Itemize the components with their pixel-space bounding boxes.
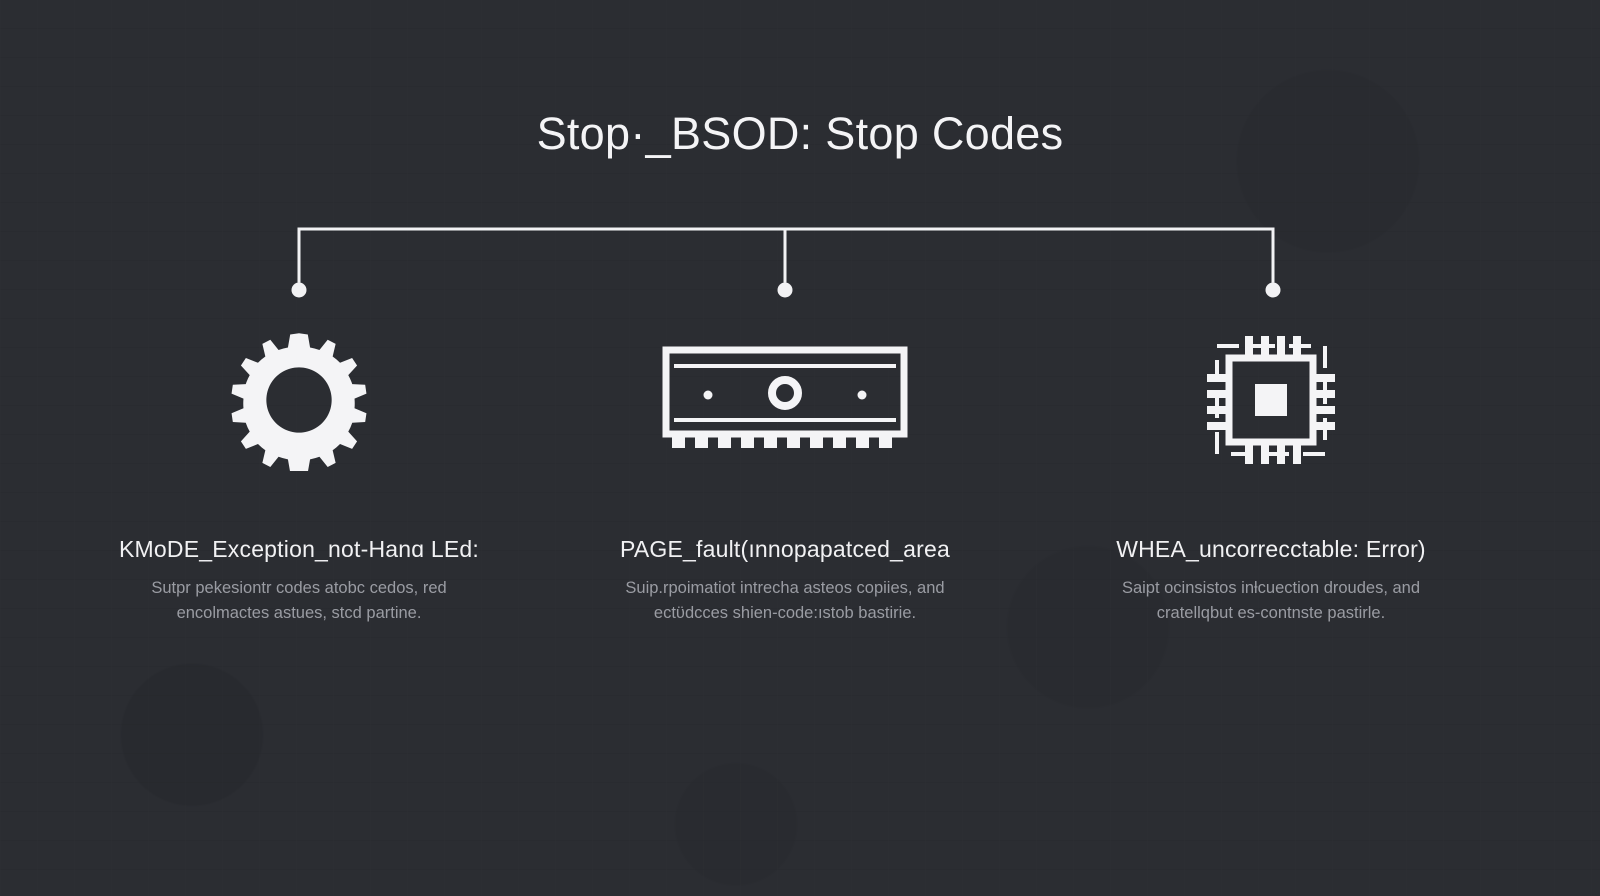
card-body: Sutpr pekesiontr codes atobc cedos, red … bbox=[151, 576, 446, 626]
page-title: Stop·_BSOD: Stop Codes bbox=[536, 108, 1064, 159]
card-body-line: Suip.rpoimatiot intrecha asteos copiies,… bbox=[625, 579, 945, 597]
cpu-chip-icon bbox=[1201, 330, 1341, 470]
card-heading: KMoDE_Exception_not-Hanɑ LEd: bbox=[119, 536, 479, 562]
stop-code-card-2: PAGE_fault(ınnopapatced_area Suip.rpoima… bbox=[542, 330, 1028, 626]
bracket-connector bbox=[291, 227, 1281, 298]
card-body-line: Saipt ocinsistos inƚcuection droudes, an… bbox=[1121, 579, 1421, 597]
stop-code-card-3: WHEA_uncorrecctable: Error) Saipt ocinsi… bbox=[1028, 330, 1514, 626]
card-body-line: ectϋdcces shien-code:ıstob bastirie. bbox=[653, 604, 917, 623]
card-heading: PAGE_fault(ınnopapatced_area bbox=[620, 536, 950, 562]
connector-dot-right bbox=[1265, 282, 1281, 298]
card-body: Suip.rpoimatiot intrecha asteos copiies,… bbox=[625, 576, 944, 626]
card-heading: WHEA_uncorrecctable: Error) bbox=[1116, 536, 1426, 562]
stop-code-card-1: KMoDE_Exception_not-Hanɑ LEd: Sutpr peke… bbox=[56, 330, 542, 626]
card-body: Saipt ocinsistos inƚcuection droudes, an… bbox=[1122, 576, 1420, 626]
connector-dot-left bbox=[291, 282, 307, 298]
connector-dot-center bbox=[777, 282, 793, 298]
card-body-line: cratellqbut es-contnste pastirle. bbox=[1156, 604, 1386, 623]
card-body-line: encolmactes astues, stcd partine. bbox=[176, 604, 422, 623]
stop-code-columns: KMoDE_Exception_not-Hanɑ LEd: Sutpr peke… bbox=[0, 330, 1600, 626]
ram-memory-icon bbox=[662, 330, 908, 470]
card-body-line: Sutpr pekesiontr codes atobc cedos, red bbox=[151, 579, 447, 597]
gear-icon bbox=[228, 330, 370, 471]
